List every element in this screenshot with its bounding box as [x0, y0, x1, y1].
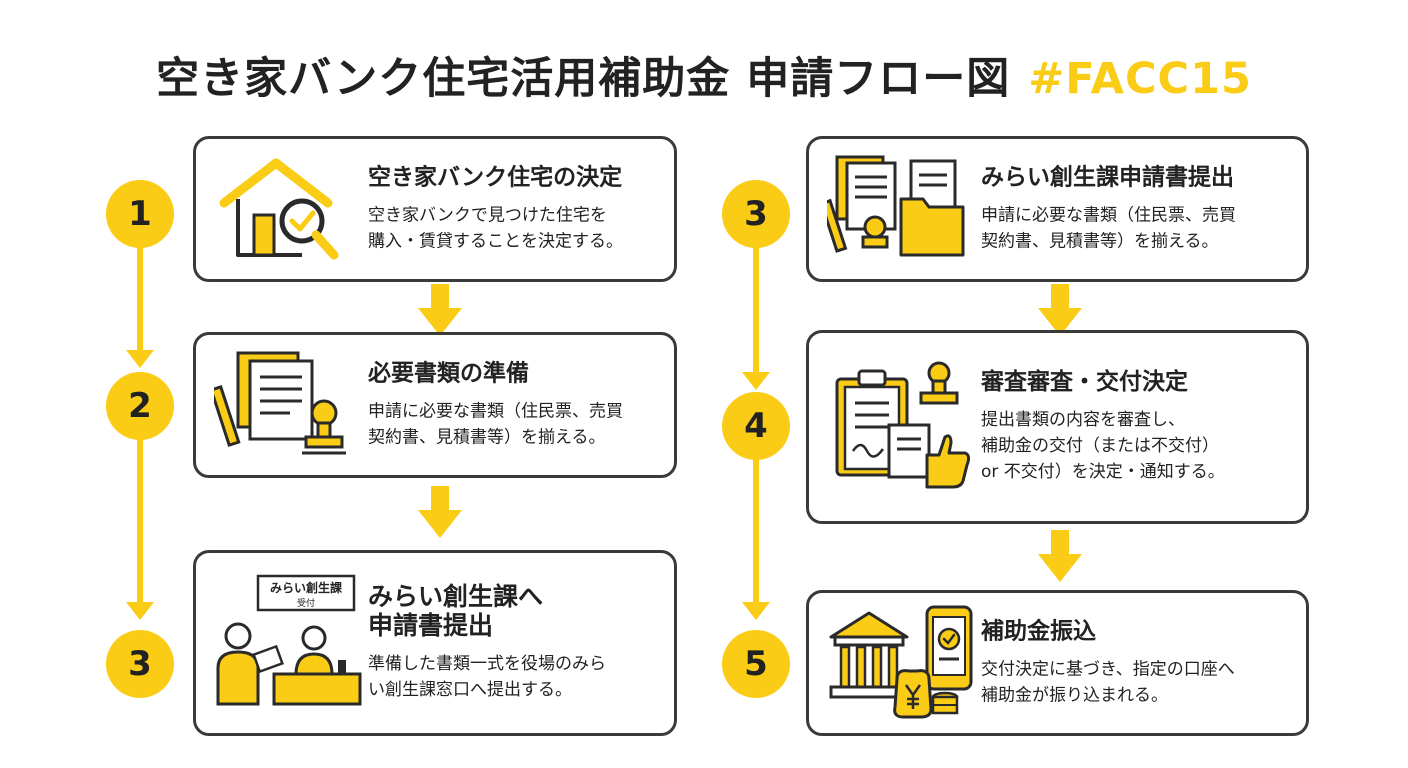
title-text: 空き家バンク住宅活用補助金 申請フロー図 [156, 54, 1011, 104]
right-timeline-arrow-2 [742, 602, 770, 620]
documents-folder-icon [819, 151, 967, 267]
flow-arrow-left-2 [418, 486, 462, 542]
step-title: 補助金振込 [981, 618, 1096, 645]
counter-sign-sublabel: 受付 [297, 597, 315, 609]
right-timeline-line-2 [753, 455, 759, 602]
counter-clerk-icon: みらい創生課 受付 [214, 574, 364, 712]
counter-sign-label: みらい創生課 [270, 580, 343, 595]
flow-arrow-right-2 [1038, 530, 1082, 586]
house-magnifier-icon [214, 151, 348, 267]
page-title: 空き家バンク住宅活用補助金 申請フロー図 #FACC15 [0, 44, 1408, 106]
step-description: 提出書類の内容を審査し、補助金の交付（または不交付）or 不交付）を決定・通知す… [981, 409, 1225, 483]
step-title: 審査審査・交付決定 [981, 369, 1188, 396]
step-number-right-3: 3 [722, 180, 790, 248]
step-card-left-2: 必要書類の準備 申請に必要な書類（住民票、売買契約書、見積書等）を揃える。 [193, 332, 677, 478]
step-description: 空き家バンクで見つけた住宅を購入・賃貸することを決定する。 [368, 205, 623, 252]
clipboard-approval-icon [827, 355, 973, 499]
left-timeline-line-1 [137, 230, 143, 350]
step-title: 必要書類の準備 [368, 360, 529, 387]
flow-arrow-left-1 [418, 284, 462, 340]
step-number-left-1: 1 [106, 180, 174, 248]
step-card-right-5: 補助金振込 交付決定に基づき、指定の口座へ補助金が振り込まれる。 [806, 590, 1309, 736]
step-number-left-3: 3 [106, 630, 174, 698]
left-timeline-line-2 [137, 430, 143, 602]
step-number-left-2: 2 [106, 372, 174, 440]
documents-stamp-icon [209, 347, 348, 463]
step-card-right-3: みらい創生課申請書提出 申請に必要な書類（住民票、売買契約書、見積書等）を揃える… [806, 136, 1309, 282]
step-number-right-5: 5 [722, 630, 790, 698]
step-title: みらい創生課申請書提出 [981, 164, 1234, 191]
step-card-left-3: みらい創生課 受付 みらい創生課へ申請書提出 準備した書類一式を役場のみらい創生… [193, 550, 677, 736]
left-timeline-arrow-2 [126, 602, 154, 620]
left-timeline-arrow-1 [126, 350, 154, 368]
right-timeline-arrow-1 [742, 372, 770, 390]
step-number-right-4: 4 [722, 392, 790, 460]
bank-money-icon [827, 603, 977, 723]
step-description: 交付決定に基づき、指定の口座へ補助金が振り込まれる。 [981, 659, 1235, 706]
step-title: みらい創生課へ申請書提出 [368, 581, 544, 640]
step-description: 準備した書類一式を役場のみらい創生課窓口へ提出する。 [368, 653, 606, 700]
right-timeline-line-1 [753, 240, 759, 372]
step-title: 空き家バンク住宅の決定 [368, 164, 623, 191]
step-description: 申請に必要な書類（住民票、売買契約書、見積書等）を揃える。 [368, 401, 623, 448]
step-card-right-4: 審査審査・交付決定 提出書類の内容を審査し、補助金の交付（または不交付）or 不… [806, 330, 1309, 524]
step-card-left-1: 空き家バンク住宅の決定 空き家バンクで見つけた住宅を購入・賃貸することを決定する… [193, 136, 677, 282]
title-color-code: #FACC15 [1028, 54, 1252, 104]
step-description: 申請に必要な書類（住民票、売買契約書、見積書等）を揃える。 [981, 205, 1236, 252]
